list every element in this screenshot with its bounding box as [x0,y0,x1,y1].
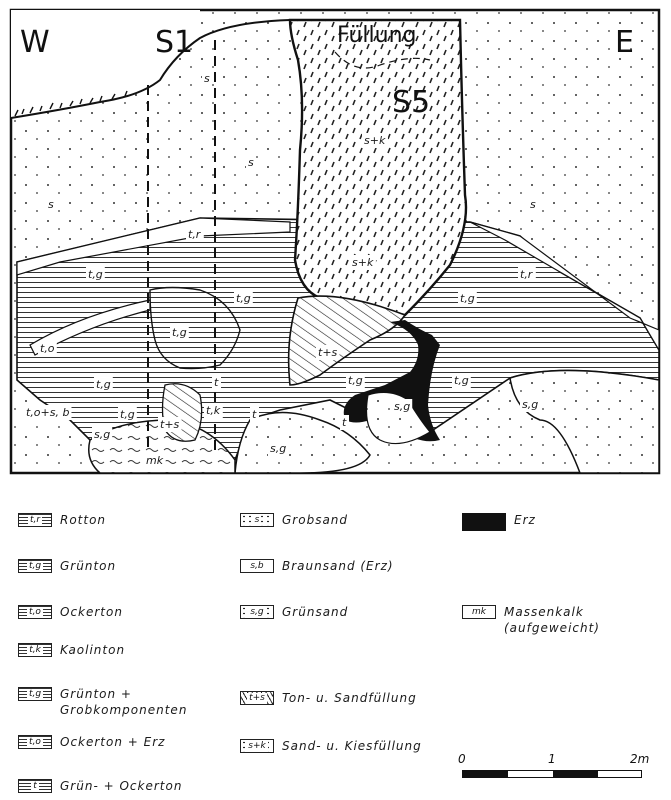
formation-label-tosb: t,o+s, b [26,406,69,419]
formation-label-tg-h: t,g [454,374,469,387]
fill-title: Füllung [337,23,416,48]
formation-label-s-d: s [530,198,536,211]
sand-lens-left [163,384,202,442]
borehole-s1-label: S1 [155,25,193,60]
formation-label-sg-a: s,g [94,428,110,441]
scale-bar [462,770,642,778]
east-label: E [615,25,634,60]
formation-label-tr-b: t,r [520,268,534,281]
formation-label-tg-b: t,g [236,292,251,305]
formation-label-s-b: s [204,72,210,85]
formation-label-tg-g: t,g [348,374,363,387]
formation-label-tg-a: t,g [88,268,103,281]
fill-pipe [290,20,466,315]
formation-label-tg-d: t,g [96,378,111,391]
formation-label-to: t,o [40,342,55,355]
formation-label-sk-a: s+k [364,134,386,147]
borehole-s5-label: S5 [392,85,430,120]
formation-label-sg-b: s,g [394,400,410,413]
formation-label-t-b: t [252,408,257,421]
scale-zero: 0 [458,752,466,766]
scale-two: 2m [630,752,649,766]
formation-label-tk: t,k [206,404,221,417]
formation-label-ts-a: t+s [160,418,180,431]
formation-label-tr-a: t,r [188,228,202,241]
formation-label-t-c: t [342,416,347,429]
formation-label-sk-b: s+k [352,256,374,269]
formation-label-tg-e: t,g [120,408,135,421]
formation-label-ts-b: t+s [318,346,338,359]
west-label: W [20,25,50,60]
formation-label-s-c: s [248,156,254,169]
formation-label-tg-f: t,g [460,292,475,305]
formation-label-tg-c: t,g [172,326,187,339]
formation-label-sg-c: s,g [270,442,286,455]
formation-label-sg-d: s,g [522,398,538,411]
formation-label-t-a: t [214,376,219,389]
formation-label-s-a: s [48,198,54,211]
scale-one: 1 [548,752,556,766]
formation-label-mk: mk [146,454,164,467]
